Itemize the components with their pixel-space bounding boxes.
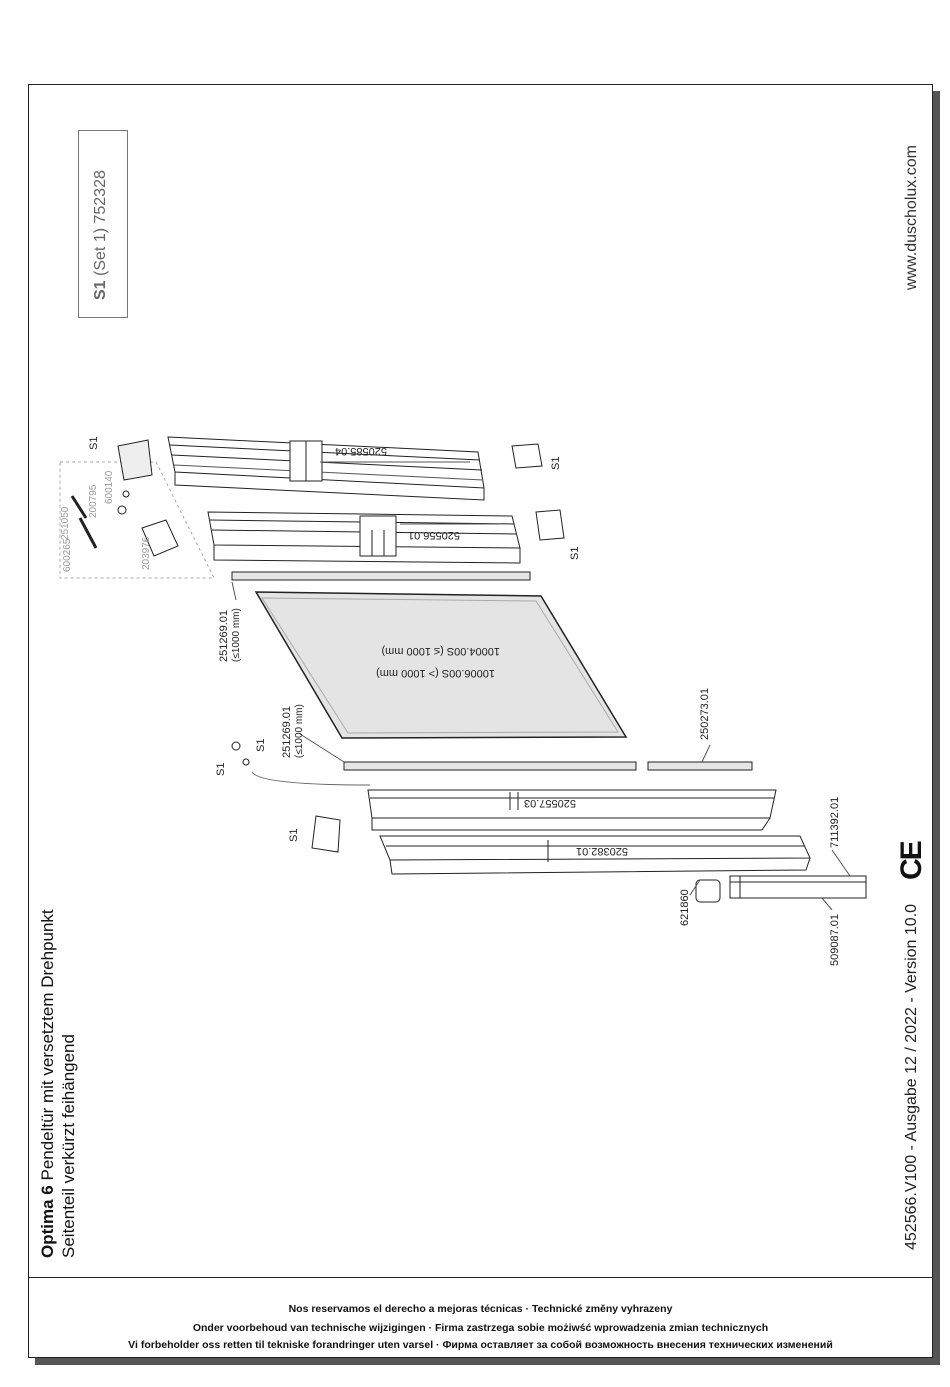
hardware-group-outline [59,461,215,579]
top-profile [167,436,485,501]
label-s1-right-2: S1 [569,547,581,560]
label-hw-5: 203976 [141,536,152,570]
middle-profile [367,789,777,831]
label-glass-large: 10006.00S (> 1000 mm) [376,667,495,679]
label-seal-lower-note: (≤1000 mm) [294,704,305,758]
seal-upper [231,571,531,581]
label-s1-screw-2: S1 [255,739,267,752]
hw-pin [70,495,88,519]
label-s1-right-1: S1 [550,457,562,470]
notice-line-1: Nos reservamos el derecho a mejoras técn… [288,1303,673,1315]
hw-bolt [78,517,98,549]
hw-washer [117,505,127,515]
label-cap: 621860 [679,889,691,926]
cap-621860 [695,879,721,903]
bottom-profile [379,835,811,875]
label-s1-screw-1: S1 [215,763,227,776]
label-s1-top: S1 [88,437,100,450]
hw-plate [141,519,179,557]
glass-pane [254,591,628,739]
seal-lower [343,761,637,771]
label-s1-cap-lower: S1 [288,829,300,842]
notice-line-3: Vi forbeholder oss retten til tekniske f… [128,1339,833,1351]
label-wall-profile-top: 711392.01 [829,797,841,848]
footer-divider [28,1277,933,1278]
wall-profile [729,875,867,899]
label-middle-profile: 520557.03 [524,797,576,809]
label-seal-right: 250273.01 [699,688,711,740]
end-cap-right-1 [511,443,543,469]
notice-line-2: Onder voorbehoud van technische wijzigin… [192,1322,769,1334]
end-cap-top-left [117,439,153,481]
set-box [78,130,128,318]
screw-top [231,741,241,751]
label-hw-4: 600265 [62,538,73,572]
hw-nut [122,490,130,498]
label-hw-1: 251050 [60,506,71,540]
end-cap-right-2 [535,509,565,541]
label-glass-small: 10004.00S (≤ 1000 mm) [381,645,500,657]
label-door-profile: 520556.01 [408,529,460,541]
label-seal-upper: 251269.01 [218,610,230,662]
seal-right [647,761,753,771]
label-seal-lower: 251269.01 [281,706,293,758]
label-top-profile: 520585.04 [335,445,387,457]
label-wall-profile: 509087.01 [829,914,841,966]
door-profile [207,511,521,564]
end-cap-lower-left [311,815,341,853]
label-hw-3: 600140 [104,470,115,504]
label-seal-upper-note: (≤1000 mm) [231,608,242,662]
label-bottom-profile: 520382.01 [576,845,628,857]
screw-bottom [242,758,250,766]
label-hw-2: 200795 [88,484,99,518]
